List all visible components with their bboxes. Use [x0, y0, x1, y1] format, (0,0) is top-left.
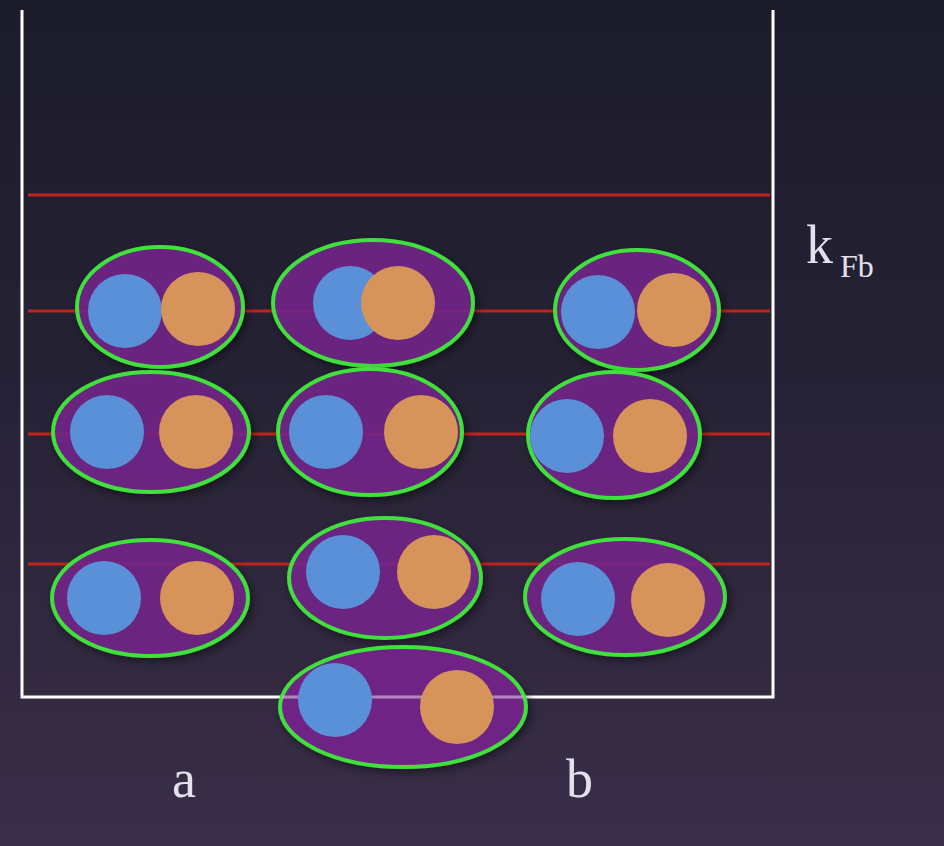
energy-levels: [28, 195, 770, 564]
pair: [289, 518, 481, 638]
pair: [280, 647, 526, 767]
side-label: b: [566, 752, 593, 806]
orange-particle: [160, 561, 234, 635]
box-walls: [22, 10, 773, 697]
pair-envelope: [52, 540, 248, 656]
pair-envelope: [53, 372, 249, 492]
blue-particle: [289, 395, 363, 469]
wavevector-symbol: k: [806, 218, 833, 272]
orange-particle: [631, 563, 705, 637]
pair-envelope: [289, 518, 481, 638]
orange-particle: [384, 395, 458, 469]
energy-level: [28, 194, 770, 197]
orange-particle: [397, 535, 471, 609]
pair-envelope: [77, 247, 243, 367]
orange-particle: [637, 273, 711, 347]
pair-envelope: [528, 372, 700, 498]
pairs: [52, 240, 725, 767]
orange-particle: [361, 266, 435, 340]
blue-particle: [541, 562, 615, 636]
blue-particle: [298, 663, 372, 737]
pair-envelope: [525, 539, 725, 655]
blue-particle: [70, 395, 144, 469]
pair: [77, 247, 243, 367]
blue-particle: [530, 399, 604, 473]
orange-particle: [159, 395, 233, 469]
pair: [525, 539, 725, 655]
pair: [528, 372, 700, 498]
pair: [278, 369, 462, 495]
blue-particle: [88, 274, 162, 348]
orange-particle: [161, 272, 235, 346]
pair: [555, 250, 719, 370]
blue-particle: [306, 535, 380, 609]
blue-particle: [67, 561, 141, 635]
pair: [52, 540, 248, 656]
pair-envelope: [555, 250, 719, 370]
box-wall: [22, 10, 773, 697]
orange-particle: [613, 399, 687, 473]
pair-envelope: [273, 240, 473, 366]
orange-particle: [420, 670, 494, 744]
pair-envelope: [278, 369, 462, 495]
side-label: a: [172, 752, 196, 806]
wavevector-subscript: Fb: [840, 250, 874, 282]
pair: [273, 240, 473, 366]
blue-particle: [561, 275, 635, 349]
pair: [53, 372, 249, 492]
pair-envelope: [280, 647, 526, 767]
